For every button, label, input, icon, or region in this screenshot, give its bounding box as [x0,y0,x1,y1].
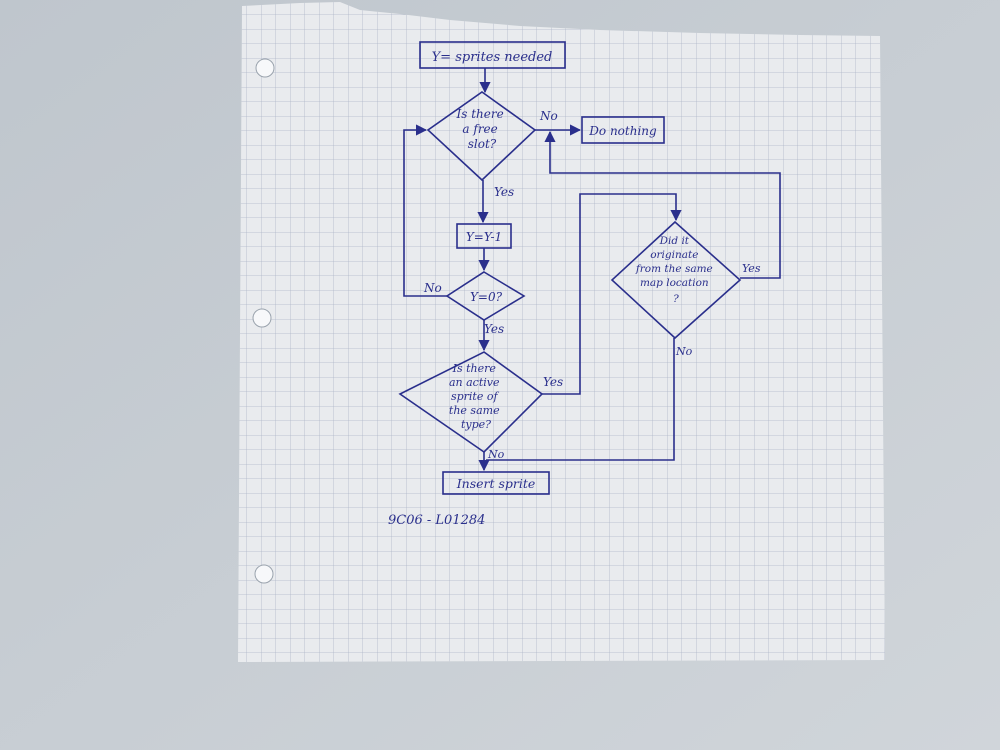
label-no-same-location: No [675,345,693,358]
connector-active-yes [542,193,682,395]
do-nothing-text: Do nothing [588,124,657,138]
label-yes-free-slot: Yes [494,185,514,199]
label-no-free-slot: No [539,109,558,123]
same-location-text: Did it originate from the same map locat… [635,235,716,305]
punch-hole [254,564,274,584]
label-yes-same-location: Yes [742,262,761,275]
paper-grid [238,2,885,662]
label-no-y-zero: No [423,281,442,295]
label-yes-y-zero: Yes [484,322,504,336]
decision-free-slot [426,91,537,182]
label-no-active: No [487,448,505,461]
free-slot-text: Is there a free slot? [455,107,507,151]
decision-same-location [610,220,742,340]
connector-y-no-loop [403,124,447,297]
start-box [419,41,566,69]
do-nothing-box [581,116,665,144]
label-yes-active: Yes [543,375,563,389]
active-sprite-text: Is there an active sprite of the same ty… [449,362,503,431]
handwritten-code: 9C06 - L01284 [388,513,485,528]
insert-sprite-box [442,471,550,495]
start-text: Y= sprites needed [432,50,553,65]
punch-hole [255,58,275,78]
connector-location-yes [544,130,781,279]
insert-sprite-text: Insert sprite [456,476,536,491]
decrement-text: Y=Y-1 [466,230,502,244]
connector-location-no [486,338,675,461]
y-zero-text: Y=0? [470,290,503,304]
punch-hole [252,308,272,328]
